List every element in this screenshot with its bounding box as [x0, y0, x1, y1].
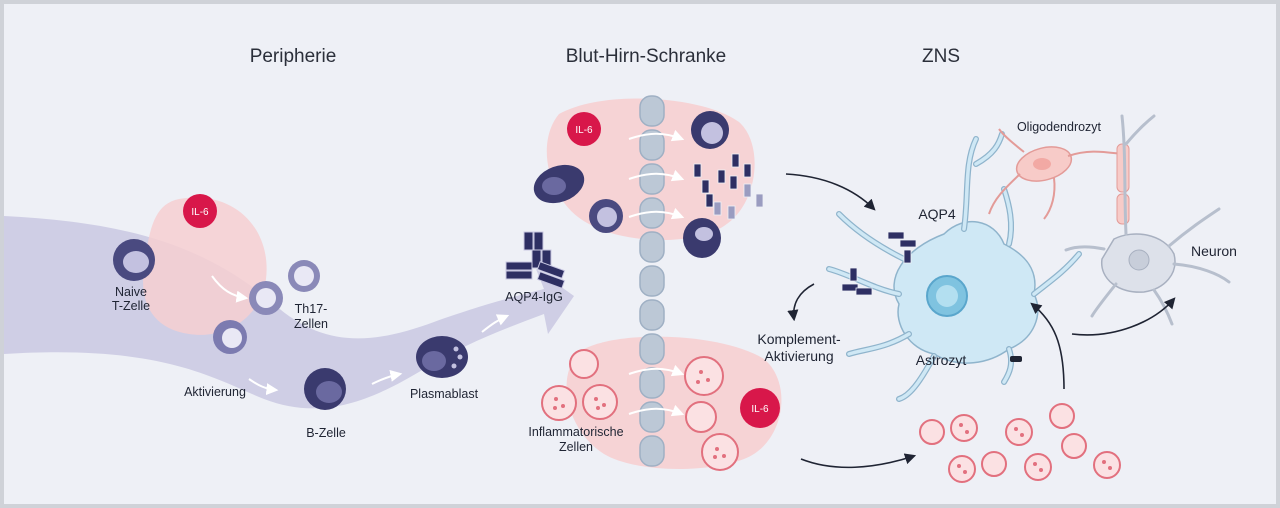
aqp4-igg-antibodies [505, 231, 566, 289]
heading-cns: ZNS [922, 46, 960, 67]
svg-text:IL-6: IL-6 [575, 125, 593, 136]
il6-badge-bbb-bottom: IL-6 [740, 388, 780, 428]
label-aqp4igg: AQP4-IgG [505, 290, 563, 304]
process-arrows [785, 173, 1176, 469]
diagram-frame: IL-6 IL-6 IL-6 [4, 4, 1276, 504]
astrocyte [826, 131, 1082, 402]
blood-brain-barrier-vessel [639, 95, 665, 467]
label-th17-1: Th17- [295, 302, 328, 316]
label-complement-1: Komplement- [757, 331, 841, 347]
il6-badge-periphery: IL-6 [183, 194, 217, 228]
bbb-top-cell-4 [683, 218, 721, 258]
label-neuron: Neuron [1191, 243, 1237, 259]
label-th17-2: Zellen [294, 317, 328, 331]
bbb-top-cell-3 [691, 111, 729, 149]
bbb-top-cell-1 [533, 164, 585, 204]
th17-cell-2 [288, 260, 320, 292]
label-inflam-1: Inflammatorische [528, 425, 623, 439]
th17-cell-1 [249, 281, 283, 315]
il6-badge-bbb-top: IL-6 [567, 112, 601, 146]
bbb-antibodies [693, 153, 764, 220]
svg-text:IL-6: IL-6 [191, 207, 209, 218]
label-aqp4: AQP4 [918, 206, 956, 222]
label-oligodendrocyte: Oligodendrozyt [1017, 120, 1102, 134]
neuron [1064, 114, 1231, 326]
migration-arrows [211, 129, 685, 417]
heading-bbb: Blut-Hirn-Schranke [566, 46, 727, 67]
label-astrocyte: Astrozyt [916, 352, 967, 368]
label-naive-1: Naive [115, 285, 147, 299]
inflammatory-granules [553, 370, 1112, 474]
label-bcell: B-Zelle [306, 426, 346, 440]
b-cell [304, 368, 346, 410]
label-complement-2: Aktivierung [764, 348, 833, 364]
inflammatory-cells [541, 349, 1121, 483]
svg-text:IL-6: IL-6 [751, 404, 769, 415]
naive-t-cell [113, 239, 155, 281]
label-activation: Aktivierung [184, 385, 246, 399]
label-plasmablast: Plasmablast [410, 387, 479, 401]
astrocyte-antibodies [841, 231, 917, 296]
plasmablast-cell [416, 336, 468, 378]
heading-periphery: Peripherie [250, 46, 337, 67]
nmosd-pathway-diagram: IL-6 IL-6 IL-6 [4, 46, 1237, 483]
label-inflam-2: Zellen [559, 440, 593, 454]
label-naive-2: T-Zelle [112, 299, 150, 313]
activated-t-cell [213, 320, 247, 354]
bbb-top-cell-2 [589, 199, 623, 233]
activation-pathway-arrow [4, 216, 574, 409]
